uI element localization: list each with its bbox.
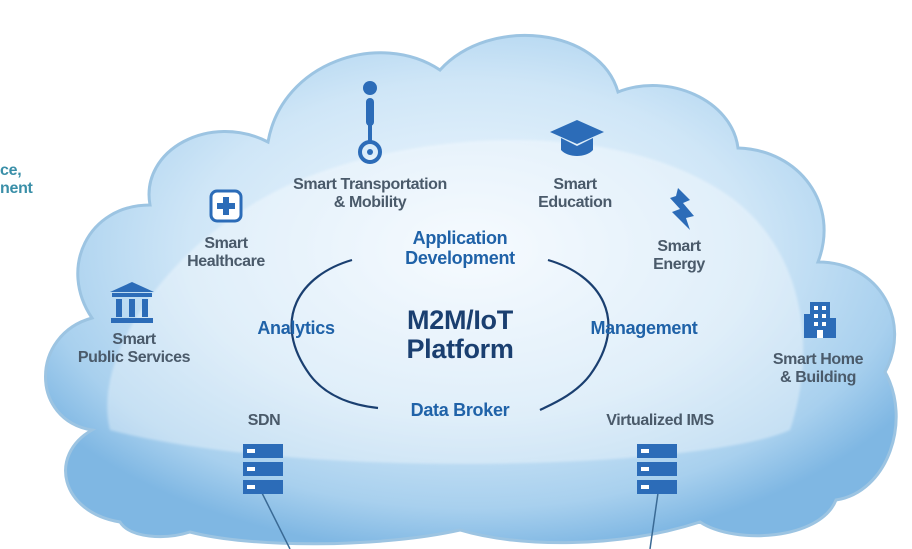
platform-title-line1: M2M/IoT [407,305,513,335]
sdn-server-icon [243,444,283,494]
education-line2: Education [538,193,612,211]
healthcare-line2: Healthcare [187,252,265,270]
sdn-link [261,492,291,549]
government-building-icon [110,282,154,323]
public-services-line2: Public Services [77,348,191,366]
data-broker-label: Data Broker [410,400,510,420]
smart-public-services-label: Smart Public Services [54,331,214,367]
left-fragment-line2: nent [0,179,33,197]
platform-title-line2: Platform [406,334,514,365]
analytics-arc [290,258,379,410]
platform-title: M2M/IoT Platform [366,305,554,365]
management-label: Management [590,318,698,338]
transportation-line1: Smart Transportation [293,176,447,193]
cloud-highlight [107,140,804,464]
smart-transportation-label: Smart Transportation & Mobility [258,176,482,212]
education-line1: Smart [553,176,597,193]
office-building-icon [804,302,836,338]
sdn-label: SDN [247,412,281,429]
virtualized-ims-label: Virtualized IMS [606,412,714,429]
home-building-line2: & Building [780,368,856,386]
smart-healthcare-label: Smart Healthcare [168,235,284,271]
analytics-label: Analytics [257,318,335,338]
lightning-icon [670,188,694,230]
smart-energy-label: Smart Energy [634,238,724,274]
energy-line2: Energy [653,255,705,273]
management-arc [539,258,610,411]
ims-server-icon [637,444,677,494]
ims-link [649,492,659,549]
left-fragment-line1: ce, [0,162,22,179]
home-building-line1: Smart Home [772,351,864,368]
energy-line1: Smart [657,238,701,255]
public-services-line1: Smart [112,331,156,348]
app-dev-line1: Application [412,228,508,248]
left-fragment-text: ce, nent [0,162,33,198]
segway-icon [358,81,382,164]
transportation-line2: & Mobility [333,193,407,211]
app-dev-line2: Development [405,248,515,269]
application-development-label: Application Development [368,228,552,268]
smart-home-building-label: Smart Home & Building [748,351,888,387]
graduation-cap-icon [550,120,604,156]
healthcare-line1: Smart [204,235,248,252]
smart-education-label: Smart Education [520,176,630,212]
medical-cross-icon [209,189,243,223]
